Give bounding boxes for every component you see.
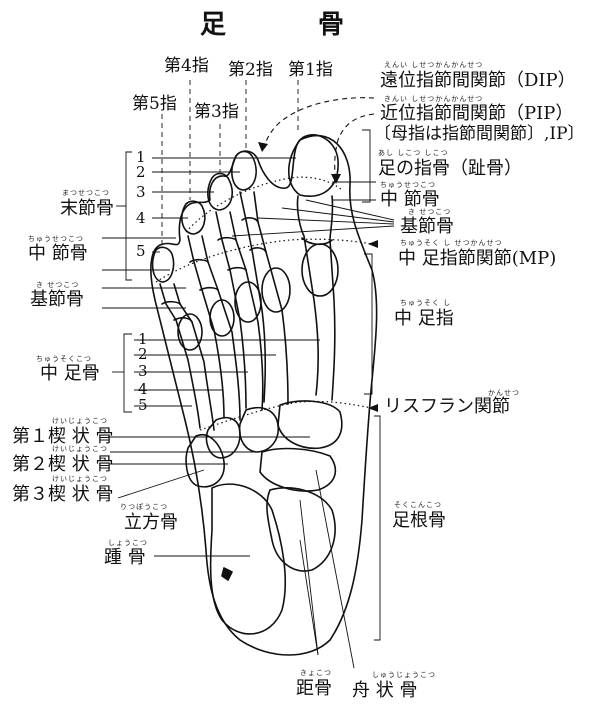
talus-ruby: きょこつ [300,669,332,677]
right-middle-phalanx-label: 中 節骨 [380,189,440,210]
cuneiform1-label: 第１楔 状 骨 [12,426,114,447]
left-proximal-phalanx-label: 基節骨 [30,289,84,310]
mp-ruby: ちゅうそく し せつかんせつ [400,239,503,247]
calcaneus-ruby: しょうこつ [108,539,148,547]
toe-bone-label: 足の指骨（趾骨） [378,158,522,179]
pip-ruby: きんい しせつかんかんせつ [384,95,484,103]
phalanx-number-3: 3 [136,183,146,201]
toe-label-1: 第1指 [288,60,333,80]
navicular-bone [259,447,337,492]
dip-label: 遠位指節間関節（DIP） [380,70,576,91]
phalanx-number-5: 5 [136,242,146,260]
lisfranc-ruby: かんせつ [488,389,520,397]
cuboid-ruby: りつぽうこつ [120,503,169,511]
ip-note: 〔母指は指節間関節〕,IP〕 [374,124,585,144]
left-middle-phalanx-label: 中 節骨 [28,243,88,264]
toe-bone-ruby: あし しこつ しこつ [378,149,449,157]
right-proximal-phalanx-ruby: き せつこつ [408,208,452,216]
right-middle-phalanx-ruby: ちゅうせつこつ [380,181,436,189]
metatarsal-number-3: 3 [138,362,148,380]
metatarsal-number-1: 1 [138,330,148,348]
left-middle-phalanx-ruby: ちゅうせつこつ [28,235,84,243]
toe-label-4: 第4指 [164,56,209,76]
title-char-bone: 骨 [318,10,345,40]
metatarsal-number-4: 4 [138,380,148,398]
phalanx-number-2: 2 [136,163,146,181]
navicular-label: 舟 状 骨 [352,680,418,701]
cuboid-label: 立方骨 [124,512,178,533]
tarsal-ruby: そくこんこつ [394,501,442,509]
lisfranc-label: リスフラン関節 [384,396,510,417]
toe-label-5: 第5指 [132,94,177,114]
metatarsal-number-2: 2 [138,345,148,363]
metatarsal-number-5: 5 [138,396,148,414]
talus-bone [266,487,336,572]
right-proximal-phalanx-label: 基節骨 [400,216,454,237]
cuneiform-bones [277,400,343,450]
toe-label-3: 第3指 [194,102,239,122]
metatarsal-left-ruby: ちゅうそくこつ [36,355,92,363]
toe-label-2: 第2指 [228,60,273,80]
talus-label: 距骨 [296,678,332,699]
distal-phalanx-ruby: まつせつこつ [62,189,110,197]
cuneiform3-label: 第３楔 状 骨 [12,484,114,505]
title-char-foot: 足 [200,10,227,40]
navicular-ruby: しゅうじょうこつ [372,671,436,679]
calcaneus-label: 踵 骨 [104,547,146,568]
tarsal-label: 足根骨 [392,510,446,531]
calcaneus-bone [209,483,287,635]
pip-label: 近位指節間関節（PIP） [380,103,574,124]
phalanx-number-1: 1 [136,148,146,166]
metatarsal-right-ruby: ちゅうそく し [400,299,452,307]
cuneiform3-ruby: けいじょうこつ [52,475,108,483]
cuneiform2-label: 第２楔 状 骨 [12,454,114,475]
distal-phalanx-label: 末節骨 [60,198,114,219]
mp-label: 中 足指節関節(MP) [398,248,557,269]
cuneiform2-ruby: けいじょうこつ [52,445,108,453]
foot-outline [288,134,339,197]
metatarsal-right-label: 中 足指 [394,308,454,329]
cuboid-bone [185,433,225,488]
left-proximal-phalanx-ruby: き せつこつ [36,281,80,289]
metatarsal-left-label: 中 足骨 [40,363,100,384]
dip-ruby: えんい しせつかんかんせつ [384,61,484,69]
cuneiform1-ruby: けいじょうこつ [52,417,108,425]
phalanx-number-4: 4 [136,209,146,227]
